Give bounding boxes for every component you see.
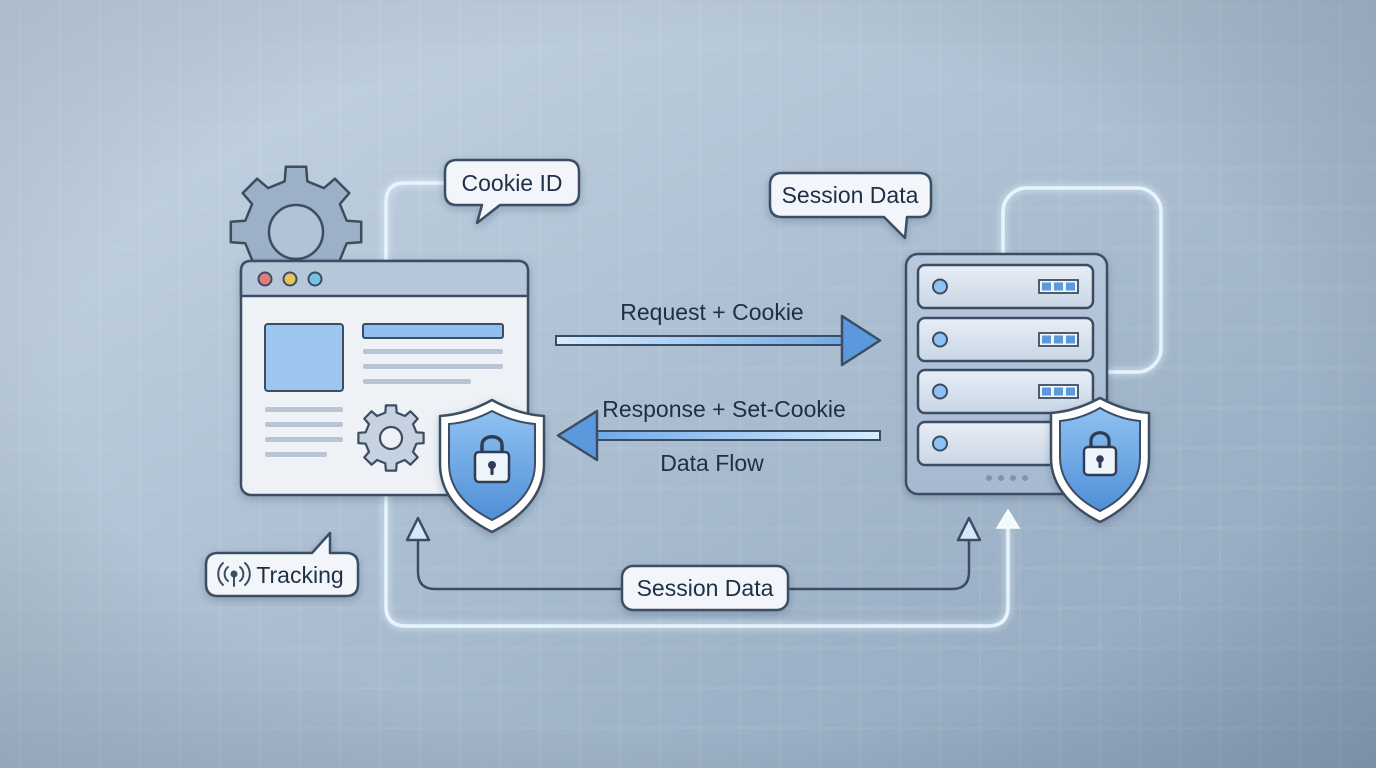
browser-text-lines <box>265 349 503 457</box>
session-data-bottom-bubble <box>620 564 790 612</box>
session-data-top-bubble <box>768 171 933 240</box>
tracking-label: Tracking <box>256 562 343 588</box>
server-status-dots <box>986 475 1028 481</box>
tracking-bubble <box>204 531 360 598</box>
glow-arrowhead <box>995 508 1021 529</box>
data-flow-label: Data Flow <box>660 450 764 476</box>
connector-arrowhead-right <box>956 516 982 542</box>
session-data-bottom-label: Session Data <box>637 575 774 601</box>
response-label: Response + Set-Cookie <box>602 396 846 422</box>
window-minimize-dot <box>282 271 298 287</box>
server-shield-lock-icon <box>1049 396 1151 524</box>
browser-heading-bar <box>362 323 504 339</box>
browser-image-placeholder <box>264 323 344 392</box>
server-unit <box>916 263 1095 310</box>
response-arrow <box>556 409 881 462</box>
signal-icon <box>217 562 251 587</box>
shield-lock-icon <box>438 398 546 534</box>
window-close-dot <box>257 271 273 287</box>
server-unit <box>916 368 1095 415</box>
server-unit <box>916 316 1095 363</box>
session-data-top-label: Session Data <box>782 182 919 208</box>
request-label: Request + Cookie <box>620 299 803 325</box>
window-maximize-dot <box>307 271 323 287</box>
connector-arrowhead-left <box>405 516 431 542</box>
cookie-id-bubble <box>443 158 581 225</box>
cookie-id-label: Cookie ID <box>462 170 563 196</box>
request-arrow <box>555 314 882 367</box>
browser-gear-icon <box>357 404 425 472</box>
